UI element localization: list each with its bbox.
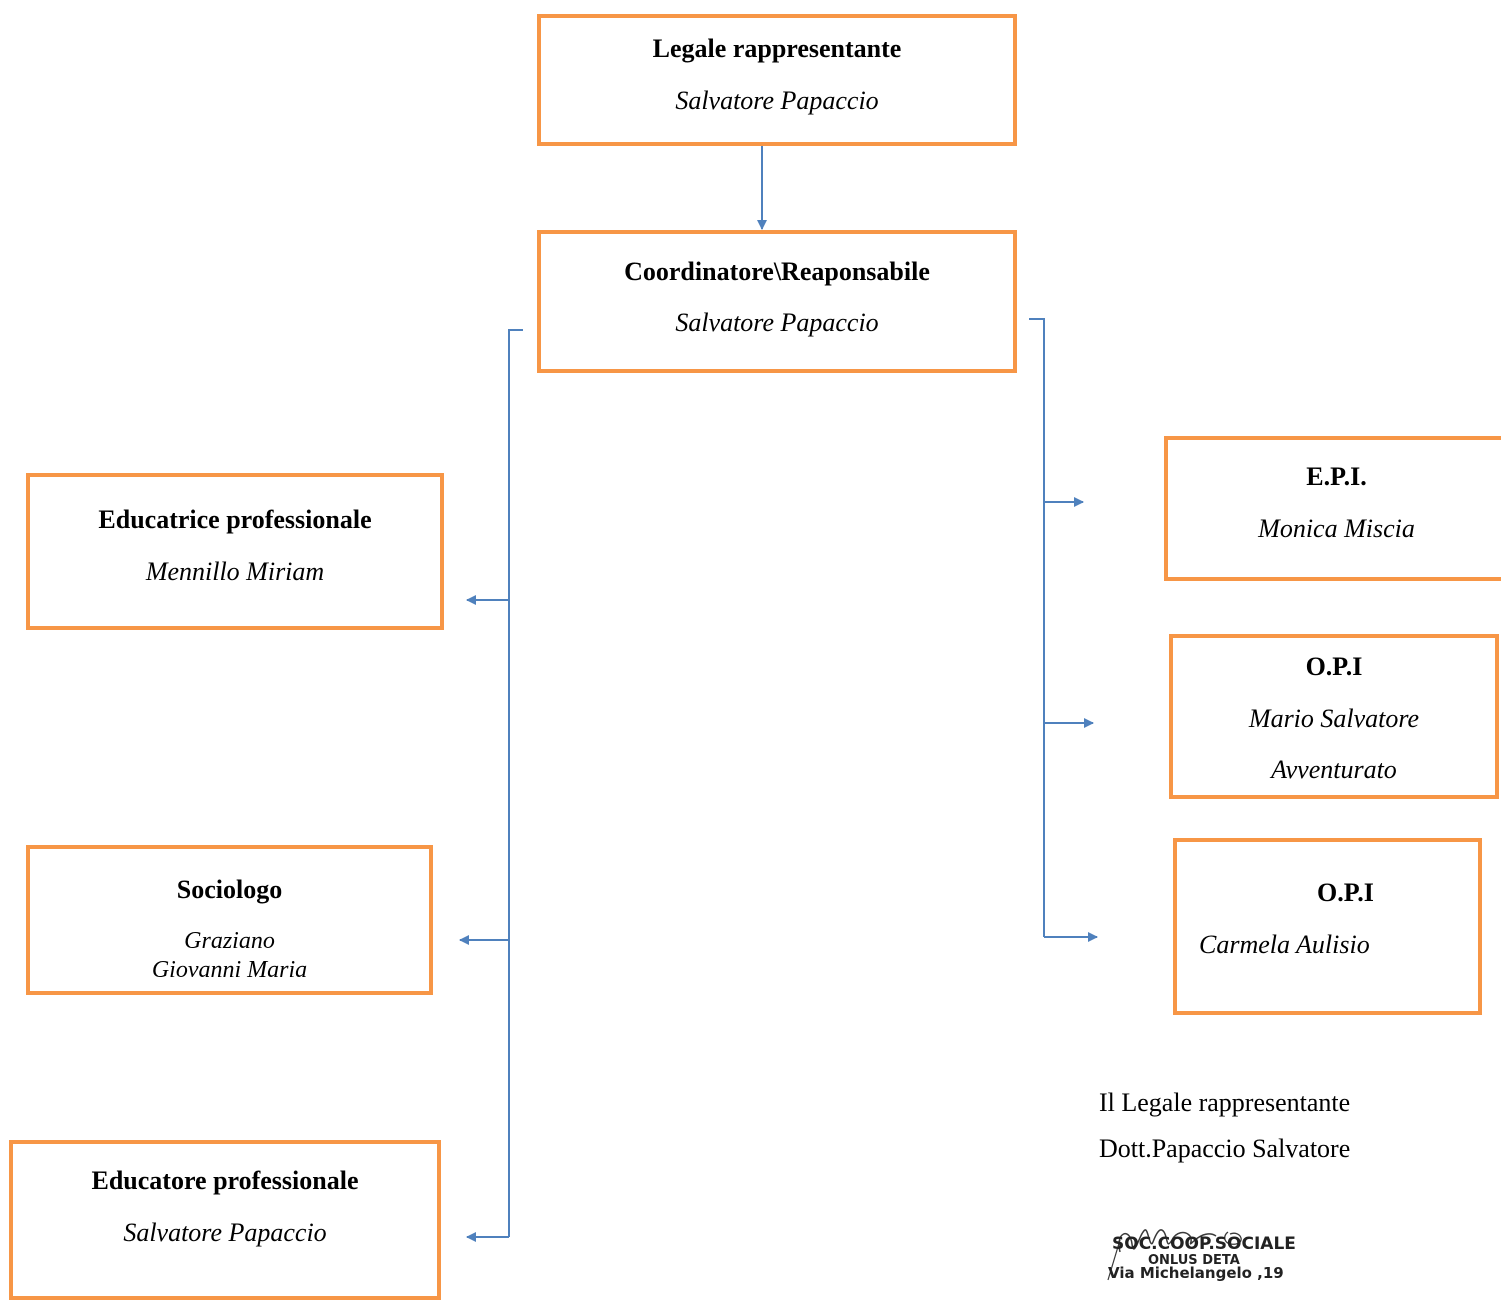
svg-text:SOC.COOP.SOCIALE: SOC.COOP.SOCIALE (1112, 1234, 1296, 1254)
node-epi: E.P.I. Monica Miscia (1164, 436, 1501, 581)
node-coordinatore: Coordinatore\Reaponsabile Salvatore Papa… (537, 230, 1017, 373)
left-bracket-line (508, 329, 523, 1237)
node-opi-2: O.P.I Carmela Aulisio (1173, 838, 1482, 1015)
node-role: Educatrice professionale (98, 505, 372, 534)
node-person-name: Salvatore Papaccio (675, 86, 879, 115)
node-person-name: Carmela Aulisio (1199, 930, 1370, 959)
node-role: E.P.I. (1306, 462, 1367, 491)
signature-title: Il Legale rappresentante (1099, 1088, 1351, 1117)
svg-text:Via Michelangelo ,19: Via Michelangelo ,19 (1108, 1264, 1284, 1281)
node-legale-rappresentante: Legale rappresentante Salvatore Papaccio (537, 14, 1017, 146)
signature-stamp: SOC.COOP.SOCIALE ONLUS DETA Via Michelan… (1107, 1229, 1296, 1281)
node-role: Coordinatore\Reaponsabile (624, 257, 930, 286)
node-role: Legale rappresentante (652, 34, 902, 63)
node-role: O.P.I (1305, 652, 1363, 681)
node-person-name: Mennillo Miriam (145, 557, 325, 586)
svg-text:ONLUS DETA: ONLUS DETA (1148, 1253, 1240, 1268)
node-person-name: Monica Miscia (1258, 514, 1415, 543)
node-opi-1: O.P.I Mario Salvatore Avventurato (1169, 634, 1499, 799)
node-person-name-line1: Mario Salvatore (1248, 704, 1420, 733)
right-bracket-line (1029, 318, 1045, 937)
node-person-name-line2: Avventurato (1271, 755, 1397, 784)
node-person-name: Salvatore Papaccio (123, 1218, 327, 1247)
node-person-name-line1: Graziano (184, 928, 275, 954)
node-person-name: Salvatore Papaccio (675, 308, 879, 337)
signature-name: Dott.Papaccio Salvatore (1099, 1134, 1351, 1163)
node-sociologo: Sociologo Graziano Giovanni Maria (26, 845, 433, 995)
node-educatrice-professionale: Educatrice professionale Mennillo Miriam (26, 473, 444, 630)
node-role: Sociologo (176, 875, 283, 904)
node-role: Educatore professionale (91, 1166, 359, 1195)
node-educatore-professionale: Educatore professionale Salvatore Papacc… (9, 1140, 441, 1300)
node-person-name-line2: Giovanni Maria (151, 957, 308, 983)
